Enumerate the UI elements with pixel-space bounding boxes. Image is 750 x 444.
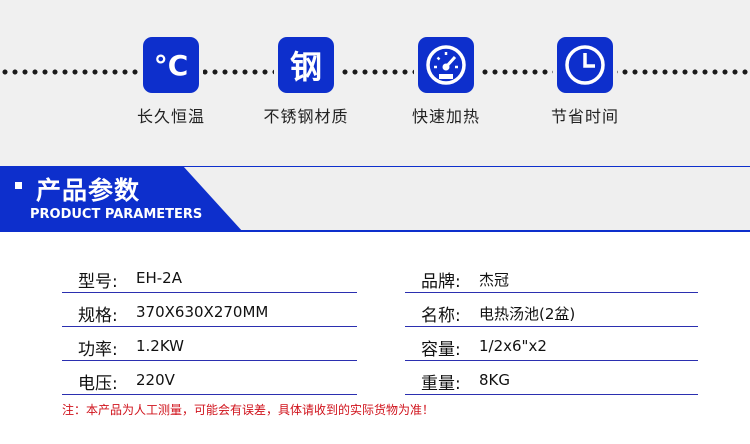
feature-label: 不锈钢材质 bbox=[263, 107, 349, 126]
feature-label: 节省时间 bbox=[550, 107, 619, 126]
param-value: 370X630X270MM bbox=[136, 303, 269, 321]
param-value: 1.2KW bbox=[136, 337, 184, 355]
param-key: 品牌: bbox=[421, 272, 461, 292]
param-row-capacity: 容量: 1/2x6"x2 bbox=[405, 330, 698, 361]
param-key: 重量: bbox=[421, 374, 461, 394]
measurement-note: 注：本产品为人工测量，可能会有误差，具体请收到的实际货物为准！ bbox=[62, 403, 435, 417]
banner-subtitle: PRODUCT PARAMETERS bbox=[30, 207, 203, 222]
param-value: 杰冠 bbox=[479, 271, 510, 289]
feature-save-time: 节省时间 bbox=[515, 37, 655, 127]
dotted-divider bbox=[0, 68, 750, 76]
clock-icon bbox=[557, 37, 613, 93]
param-key: 型号: bbox=[78, 272, 118, 292]
param-value: 220V bbox=[136, 371, 175, 389]
feature-label: 快速加热 bbox=[411, 107, 480, 126]
param-row-weight: 重量: 8KG bbox=[405, 364, 698, 395]
banner-bullet bbox=[15, 182, 22, 189]
feature-stainless-steel: 钢 不锈钢材质 bbox=[236, 37, 376, 127]
features-section: °C 长久恒温 钢 不锈钢材质 快速加热 bbox=[0, 0, 750, 160]
param-key: 电压: bbox=[78, 374, 118, 394]
param-key: 名称: bbox=[421, 306, 461, 326]
param-key: 容量: bbox=[421, 340, 461, 360]
product-parameters-banner: 产品参数 PRODUCT PARAMETERS bbox=[0, 166, 750, 232]
feature-label: 长久恒温 bbox=[136, 107, 205, 126]
param-value: EH-2A bbox=[136, 269, 182, 287]
param-value: 1/2x6"x2 bbox=[479, 337, 547, 355]
param-row-name: 名称: 电热汤池(2盆) bbox=[405, 296, 698, 327]
param-row-brand: 品牌: 杰冠 bbox=[405, 262, 698, 293]
param-key: 功率: bbox=[78, 340, 118, 360]
param-value: 电热汤池(2盆) bbox=[479, 305, 576, 323]
param-row-voltage: 电压: 220V bbox=[62, 364, 357, 395]
param-row-size: 规格: 370X630X270MM bbox=[62, 296, 357, 327]
parameters-table: 型号: EH-2A 品牌: 杰冠 规格: 370X630X270MM 名称: 电… bbox=[0, 232, 750, 444]
feature-fast-heating: 快速加热 bbox=[376, 37, 516, 127]
feature-constant-temperature: °C 长久恒温 bbox=[101, 37, 241, 127]
param-row-power: 功率: 1.2KW bbox=[62, 330, 357, 361]
speedometer-icon bbox=[418, 37, 474, 93]
thermometer-celsius-icon: °C bbox=[143, 37, 199, 93]
steel-character-icon: 钢 bbox=[278, 37, 334, 93]
param-row-model: 型号: EH-2A bbox=[62, 262, 357, 293]
param-value: 8KG bbox=[479, 371, 511, 389]
param-key: 规格: bbox=[78, 306, 118, 326]
banner-title: 产品参数 bbox=[36, 176, 141, 205]
